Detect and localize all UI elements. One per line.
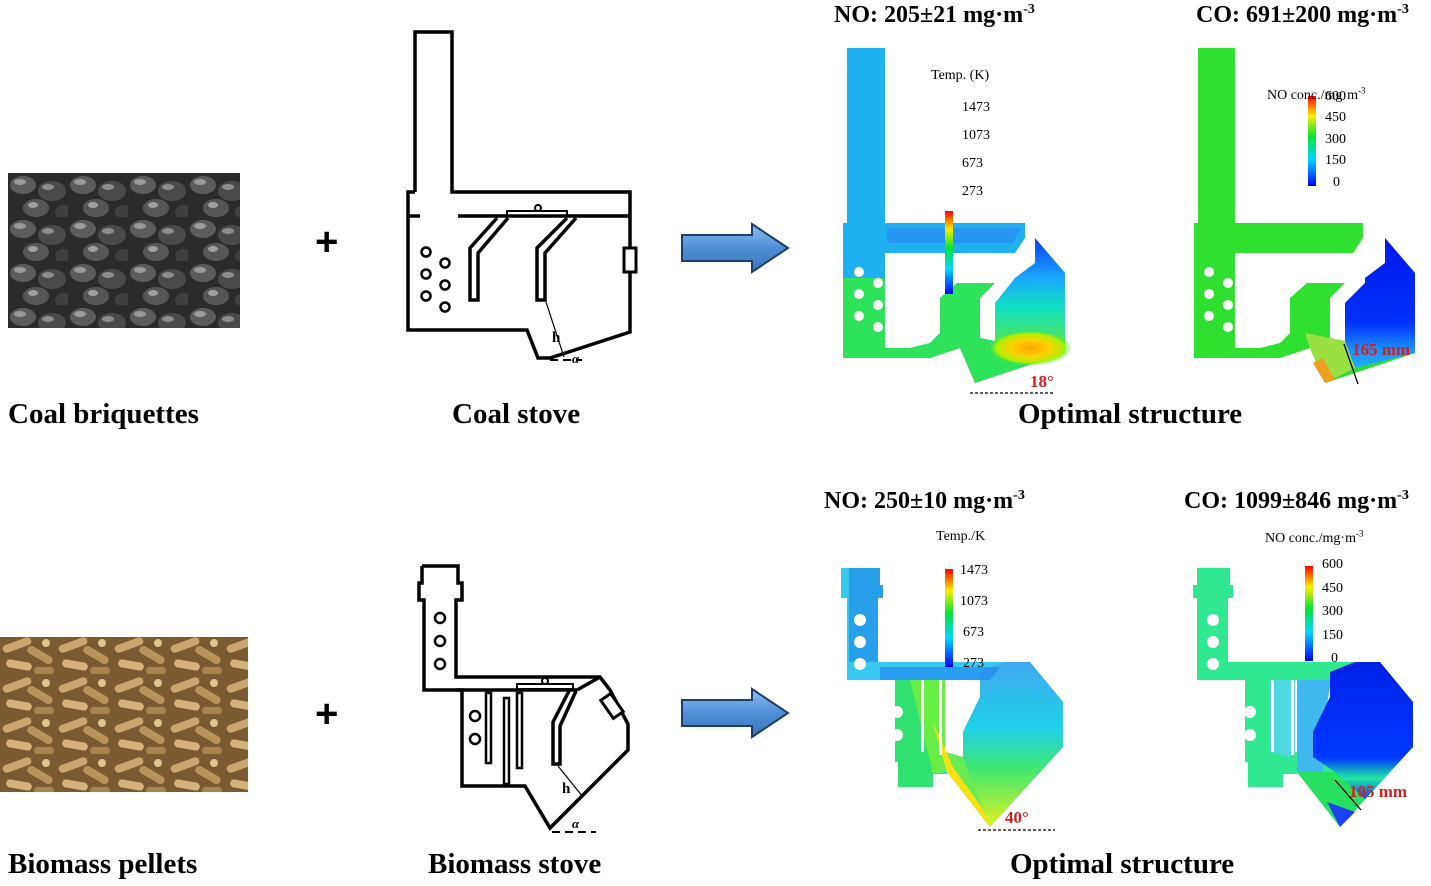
no-colorbar — [1305, 566, 1313, 661]
coal-temperature-contour — [843, 48, 1072, 394]
coal-briquettes-label: Coal briquettes — [8, 398, 199, 430]
distance-annotation: 165 mm — [1352, 340, 1411, 359]
no-emission-coal: NO: 205±21 mg·m-3 — [834, 2, 1035, 28]
no-colorbar — [1308, 96, 1316, 186]
dim-h: h — [562, 781, 571, 797]
coal-no-contour — [1194, 48, 1415, 385]
plus-sign: + — [315, 692, 339, 736]
plus-sign: + — [315, 220, 339, 264]
biomass-pellets-label: Biomass pellets — [8, 848, 198, 880]
dim-alpha: α — [572, 816, 580, 831]
biomass-pellets-photo — [0, 637, 248, 792]
co-emission-coal: CO: 691±200 mg·m-3 — [1196, 2, 1409, 28]
biomass-no-contour — [1193, 566, 1413, 827]
temperature-legend-title: Temp. (K) — [931, 68, 990, 83]
coal-briquettes-photo — [8, 173, 240, 328]
angle-annotation: 18° — [1030, 372, 1054, 391]
optimal-structure-label: Optimal structure — [1010, 848, 1235, 880]
right-arrow-icon — [681, 687, 790, 739]
no-legend-title: NO conc./mg·m-3 — [1265, 528, 1364, 546]
no-colorbar-ticks: 600 450 300 150 0 — [1325, 89, 1346, 190]
temperature-colorbar-ticks: 1473 1073 673 273 — [962, 100, 990, 199]
dim-h: h — [552, 330, 561, 346]
temperature-colorbar — [945, 569, 953, 667]
coal-stove-label: Coal stove — [452, 398, 581, 430]
biomass-stove-diagram: h α — [417, 564, 630, 833]
biomass-stove-label: Biomass stove — [428, 848, 602, 880]
no-emission-biomass: NO: 250±10 mg·m-3 — [824, 488, 1025, 514]
coal-stove-diagram: h α — [406, 30, 638, 366]
dim-alpha: α — [572, 351, 580, 366]
temperature-colorbar — [945, 211, 953, 294]
right-arrow-icon — [681, 222, 790, 274]
temperature-colorbar-ticks: 1473 1073 673 273 — [960, 563, 988, 671]
no-colorbar-ticks: 600 450 300 150 0 — [1322, 557, 1343, 666]
optimal-structure-label: Optimal structure — [1018, 398, 1243, 430]
angle-annotation: 40° — [1005, 808, 1029, 827]
no-legend-title: NO conc./mg·m-3 — [1267, 85, 1366, 103]
distance-annotation: 105 mm — [1349, 782, 1408, 801]
temperature-legend-title: Temp./K — [936, 529, 986, 544]
biomass-temperature-contour — [841, 568, 1063, 831]
co-emission-biomass: CO: 1099±846 mg·m-3 — [1184, 488, 1409, 514]
